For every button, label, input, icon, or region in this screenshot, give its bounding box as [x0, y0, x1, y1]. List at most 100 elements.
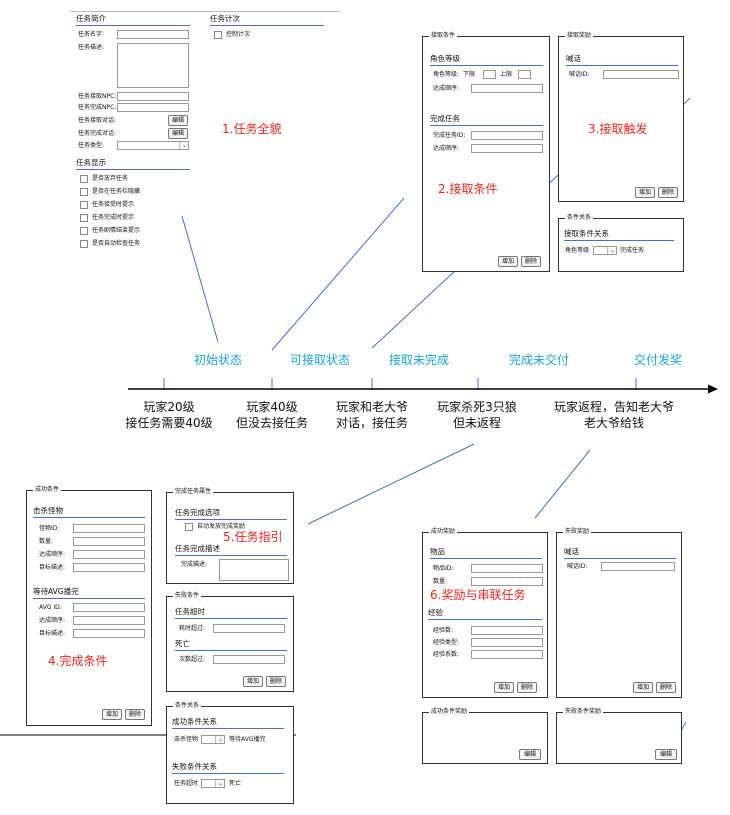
- panel-title: 失败条件: [173, 592, 202, 600]
- death-header: 死亡: [175, 639, 190, 648]
- fail-left-label: 任务超时: [174, 780, 199, 787]
- complete-npc-input[interactable]: [117, 103, 189, 112]
- fail-right-label: 死亡: [229, 780, 242, 787]
- fail-relation-select[interactable]: ⌄: [201, 779, 225, 788]
- desc-label: 完成描述:: [181, 561, 208, 568]
- relation-select[interactable]: ⌄: [593, 246, 617, 255]
- section-display-header: 任务显示: [76, 158, 106, 167]
- exp-field-input[interactable]: [471, 650, 543, 659]
- display-option-label: 是否放弃任务: [92, 175, 129, 182]
- count-checkbox[interactable]: [214, 31, 222, 39]
- panel-title: 成功奖励: [429, 528, 458, 536]
- kill-field-input[interactable]: [73, 524, 145, 533]
- success-right-label: 等待AVG播完: [229, 736, 266, 743]
- say-id-input[interactable]: [601, 562, 675, 571]
- label-complete-conditions: 4.完成条件: [48, 654, 108, 668]
- field-accept-dialog-label: 任务接取对话:: [78, 117, 117, 124]
- display-option-checkbox[interactable]: [80, 188, 88, 196]
- panel-title: 失败条件奖励: [563, 708, 604, 716]
- desc-textarea[interactable]: [219, 559, 289, 581]
- complete-task-id-label: 完成任务ID:: [433, 132, 466, 139]
- item-field-input[interactable]: [471, 577, 543, 586]
- display-option-checkbox[interactable]: [80, 240, 88, 248]
- kill-field-input[interactable]: [73, 563, 145, 572]
- add-button[interactable]: 增加: [635, 187, 655, 198]
- say-header: 喊话: [564, 547, 579, 556]
- role-level-header: 角色等级: [430, 54, 460, 63]
- complete-task-id-input[interactable]: [471, 131, 543, 140]
- success-relation-select[interactable]: ⌄: [201, 735, 225, 744]
- avg-field-input[interactable]: [73, 616, 145, 625]
- delete-button[interactable]: 删除: [658, 187, 678, 198]
- display-option-label: 任务剧情结束提示: [92, 227, 141, 234]
- fail-relation-header: 失败条件关系: [172, 762, 217, 771]
- accept-npc-input[interactable]: [117, 92, 189, 101]
- exp-field-input[interactable]: [471, 638, 543, 647]
- add-button[interactable]: 增加: [494, 682, 514, 693]
- panel-fail-reward: 失败奖励 喊话 喊话ID: 增加 删除: [556, 528, 682, 698]
- display-option-label: 是否自动检查任务: [92, 240, 141, 247]
- desc-header: 任务完成描述: [175, 544, 220, 553]
- options-header: 任务完成选项: [175, 508, 220, 517]
- add-button[interactable]: 增加: [102, 709, 122, 720]
- edit-button[interactable]: 编辑: [655, 749, 677, 760]
- panel-complete-attributes: 完成任务属性 任务完成选项 自动发放完成奖励 任务完成描述 完成描述:: [166, 488, 294, 584]
- timeout-label: 耗时超过:: [179, 625, 206, 632]
- item-field-input[interactable]: [471, 564, 543, 573]
- display-option-checkbox[interactable]: [80, 201, 88, 209]
- delete-button[interactable]: 删除: [125, 709, 145, 720]
- panel-success-condition-reward: 成功条件奖励 编辑: [422, 708, 548, 764]
- success-relation-header: 成功条件关系: [172, 717, 217, 726]
- avg-field-input[interactable]: [73, 603, 145, 612]
- event-label: 玩家40级 但没去接任务: [235, 400, 308, 430]
- say-id-input[interactable]: [603, 70, 679, 79]
- task-name-input[interactable]: [117, 30, 189, 39]
- panel-complete-condition-relation: 条件关系 成功条件关系 击杀怪物 ⌄ 等待AVG播完 失败条件关系 任务超时 ⌄…: [166, 702, 294, 804]
- panel-accept-reward: 接取奖励 喊话 喊话ID: 增加 删除: [558, 32, 684, 202]
- death-input[interactable]: [213, 655, 285, 664]
- field-complete-dialog-label: 任务完成对话:: [78, 130, 117, 137]
- display-option-checkbox[interactable]: [80, 175, 88, 183]
- add-button[interactable]: 增加: [633, 682, 653, 693]
- task-type-select[interactable]: ⌄: [117, 141, 189, 150]
- panel-title: 接取条件: [429, 32, 458, 40]
- upper-bound-input[interactable]: [518, 70, 531, 79]
- order-input[interactable]: [471, 84, 543, 93]
- upper-bound-label: 上限: [500, 71, 513, 78]
- event-label: 玩家杀死3只狼 但未返程: [437, 400, 517, 430]
- timeout-header: 任务超时: [175, 607, 205, 616]
- delete-button[interactable]: 删除: [656, 682, 676, 693]
- task-desc-textarea[interactable]: [117, 43, 189, 88]
- complete-dialog-edit-button[interactable]: 编辑: [168, 128, 188, 139]
- top-divider: [70, 11, 340, 12]
- delete-button[interactable]: 删除: [517, 682, 537, 693]
- panel-complete-conditions: 成功条件 击杀怪物 怪物ID: 数量: 达成顺序: 目标描述: 等待AVG播完 …: [26, 486, 152, 726]
- kill-field-input[interactable]: [73, 537, 145, 546]
- delete-button[interactable]: 删除: [266, 676, 286, 687]
- kill-field-label: 怪物ID:: [39, 525, 60, 532]
- exp-field-input[interactable]: [471, 626, 543, 635]
- avg-field-input[interactable]: [73, 629, 145, 638]
- lower-bound-input[interactable]: [483, 70, 496, 79]
- auto-reward-checkbox[interactable]: [185, 523, 193, 531]
- relation-left-label: 角色等级: [565, 247, 590, 254]
- display-option-checkbox[interactable]: [80, 214, 88, 222]
- label-accept-conditions: 2.接取条件: [438, 182, 498, 196]
- display-option-checkbox[interactable]: [80, 227, 88, 235]
- label-accept-trigger: 3.接取触发: [588, 122, 648, 136]
- accept-dialog-edit-button[interactable]: 编辑: [168, 115, 188, 126]
- exp-field-label: 经验类型:: [433, 639, 460, 646]
- delete-button[interactable]: 删除: [521, 256, 541, 267]
- order-input-2[interactable]: [471, 144, 543, 153]
- relation-right-label: 完成任务: [620, 247, 645, 254]
- state-label: 可接取状态: [290, 353, 351, 367]
- state-label: 交付发奖: [634, 353, 683, 367]
- add-button[interactable]: 增加: [498, 256, 518, 267]
- add-button[interactable]: 增加: [243, 676, 263, 687]
- label-task-overview: 1.任务全貌: [222, 122, 282, 136]
- edit-button[interactable]: 编辑: [519, 749, 541, 760]
- timeout-input[interactable]: [213, 624, 285, 633]
- chevron-down-icon: ⌄: [181, 142, 187, 149]
- kill-field-input[interactable]: [73, 550, 145, 559]
- item-header: 物品: [430, 547, 445, 556]
